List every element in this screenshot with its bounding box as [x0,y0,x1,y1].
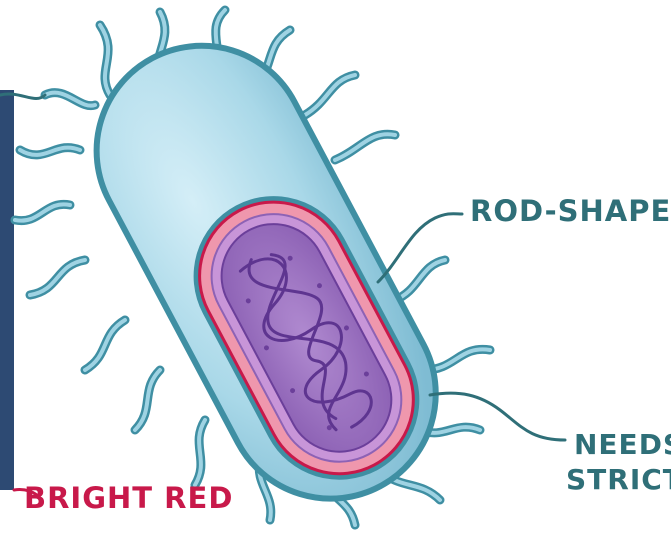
left-panel-edge [0,90,14,490]
rod-shaped-label: ROD-SHAPED [470,197,671,226]
bright-red-label: BRIGHT RED [24,484,233,513]
strict-label: STRICT [566,466,671,494]
